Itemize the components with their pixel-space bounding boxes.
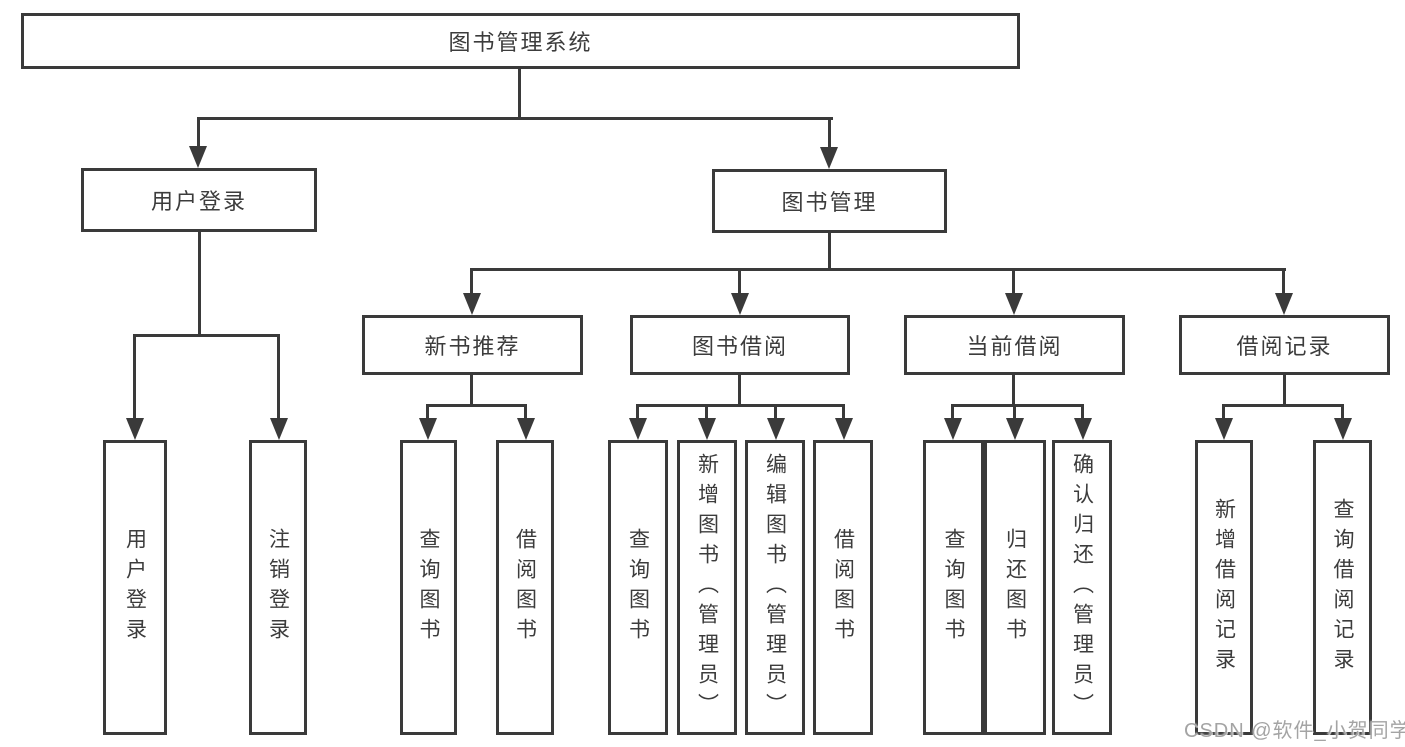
csdn-watermark: CSDN @软件_小贺同学 — [1184, 720, 1405, 742]
arrowhead-icon — [1074, 418, 1092, 440]
leaf-edit-books-admin: 编辑图书（管理员） — [745, 440, 805, 735]
connector-line — [198, 232, 201, 337]
leaf-add-books-admin: 新增图书（管理员） — [677, 440, 737, 735]
connector-line — [470, 268, 1286, 271]
connector-line — [1282, 268, 1285, 296]
connector-line — [518, 69, 521, 119]
arrowhead-icon — [189, 146, 207, 168]
arrowhead-icon — [820, 147, 838, 169]
node-book-management: 图书管理 — [712, 169, 947, 233]
node-borrowing-records: 借阅记录 — [1179, 315, 1390, 375]
leaf-borrow-books: 借阅图书 — [813, 440, 873, 735]
arrowhead-icon — [944, 418, 962, 440]
connector-line — [1012, 375, 1015, 407]
connector-line — [426, 404, 429, 424]
leaf-logout: 注销登录 — [249, 440, 307, 735]
leaf-query-borrow-record: 查询借阅记录 — [1313, 440, 1372, 735]
leaf-return-books: 归还图书 — [984, 440, 1046, 735]
connector-line — [1012, 268, 1015, 296]
connector-line — [277, 334, 280, 419]
connector-line — [951, 404, 1084, 407]
leaf-confirm-return-admin: 确认归还（管理员） — [1052, 440, 1112, 735]
arrowhead-icon — [270, 418, 288, 440]
leaf-query-books-borrowing: 查询图书 — [608, 440, 668, 735]
arrowhead-icon — [517, 418, 535, 440]
arrowhead-icon — [419, 418, 437, 440]
connector-line — [133, 334, 136, 419]
node-root-library-system: 图书管理系统 — [21, 13, 1020, 69]
arrowhead-icon — [629, 418, 647, 440]
connector-line — [828, 117, 831, 151]
connector-line — [1341, 404, 1344, 424]
node-new-book-recommendation: 新书推荐 — [362, 315, 583, 375]
leaf-query-books-current: 查询图书 — [923, 440, 984, 735]
arrowhead-icon — [1215, 418, 1233, 440]
connector-line — [470, 375, 473, 407]
arrowhead-icon — [767, 418, 785, 440]
arrowhead-icon — [835, 418, 853, 440]
connector-line — [951, 404, 954, 424]
arrowhead-icon — [1006, 418, 1024, 440]
connector-line — [705, 404, 708, 424]
connector-line — [828, 233, 831, 271]
connector-line — [524, 404, 527, 424]
arrowhead-icon — [1334, 418, 1352, 440]
connector-line — [133, 334, 280, 337]
connector-line — [842, 404, 845, 424]
arrowhead-icon — [1275, 293, 1293, 315]
arrowhead-icon — [731, 293, 749, 315]
connector-line — [636, 404, 845, 407]
arrowhead-icon — [463, 293, 481, 315]
connector-line — [738, 375, 741, 407]
connector-line — [1081, 404, 1084, 424]
connector-line — [470, 268, 473, 296]
node-current-borrowing: 当前借阅 — [904, 315, 1125, 375]
connector-line — [1222, 404, 1225, 424]
connector-line — [774, 404, 777, 424]
node-user-login: 用户登录 — [81, 168, 317, 232]
arrowhead-icon — [126, 418, 144, 440]
connector-line — [1222, 404, 1344, 407]
leaf-add-borrow-record: 新增借阅记录 — [1195, 440, 1253, 735]
connector-line — [1013, 404, 1016, 424]
node-book-borrowing: 图书借阅 — [630, 315, 850, 375]
leaf-query-books-recommend: 查询图书 — [400, 440, 457, 735]
connector-line — [197, 117, 200, 150]
connector-line — [738, 268, 741, 296]
connector-line — [1283, 375, 1286, 407]
connector-line — [197, 117, 833, 120]
arrowhead-icon — [698, 418, 716, 440]
leaf-borrow-books-recommend: 借阅图书 — [496, 440, 554, 735]
connector-line — [636, 404, 639, 424]
arrowhead-icon — [1005, 293, 1023, 315]
connector-line — [426, 404, 527, 407]
leaf-user-login: 用户登录 — [103, 440, 167, 735]
